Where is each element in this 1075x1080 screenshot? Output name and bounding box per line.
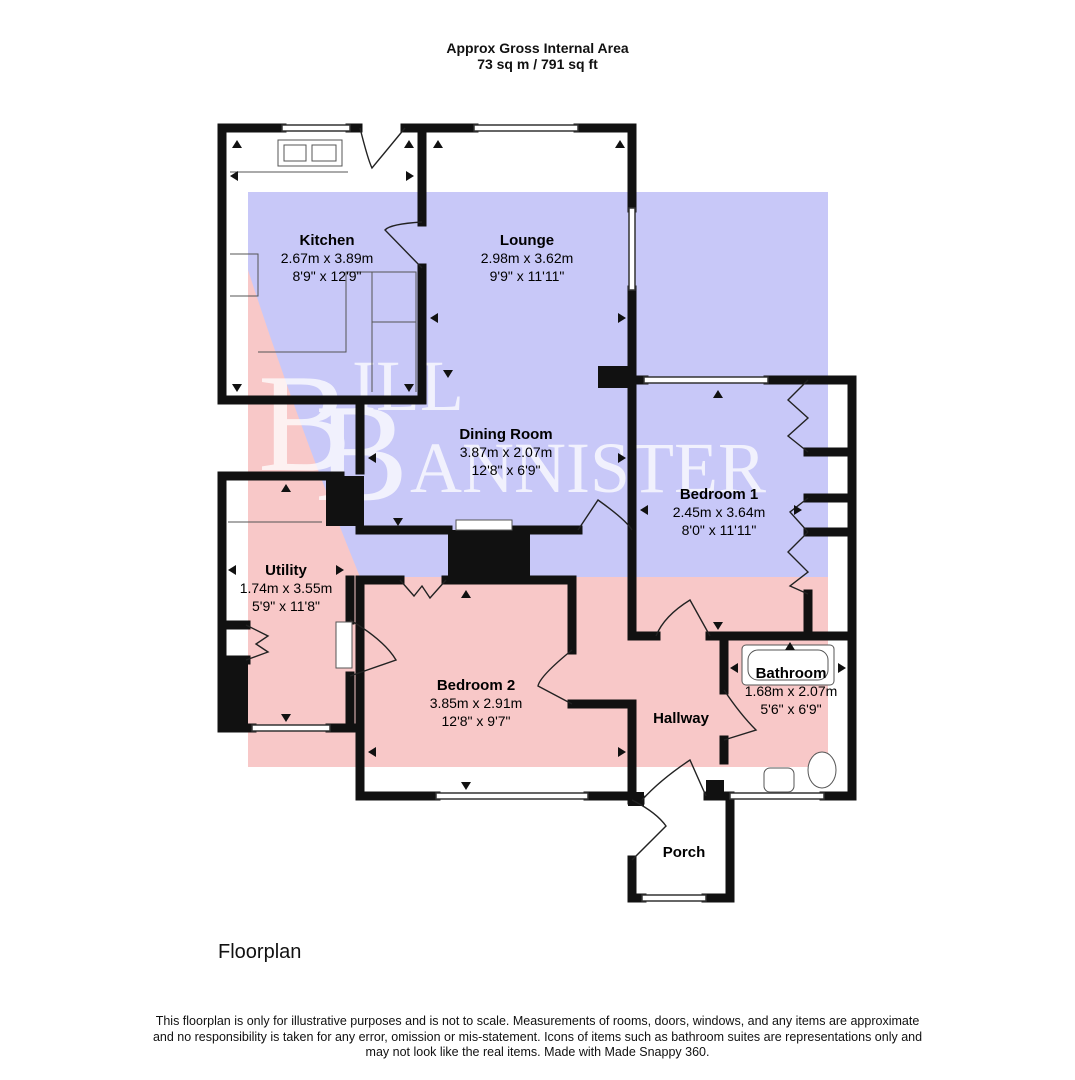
room-imperial: 12'8" x 9'7" (442, 713, 511, 729)
door-swings (245, 127, 810, 861)
fixtures (228, 139, 837, 793)
room-imperial: 8'9" x 12'9" (293, 268, 362, 284)
room-name: Dining Room (459, 426, 552, 443)
room-metric: 3.85m x 2.91m (430, 695, 523, 711)
room-metric: 2.98m x 3.62m (481, 250, 574, 266)
area-header: Approx Gross Internal Area 73 sq m / 791… (0, 40, 1075, 72)
room-utility: Utility 1.74m x 3.55m 5'9" x 11'8" (240, 562, 333, 614)
room-imperial: 8'0" x 11'11" (682, 522, 757, 538)
room-bathroom: Bathroom 1.68m x 2.07m 5'6" x 6'9" (745, 665, 838, 717)
toilet-icon (807, 751, 837, 789)
room-name: Porch (663, 844, 706, 861)
floorplan-label: Floorplan (218, 941, 302, 963)
wall-blocks (222, 366, 724, 806)
room-kitchen: Kitchen 2.67m x 3.89m 8'9" x 12'9" (281, 232, 374, 284)
room-imperial: 5'9" x 11'8" (252, 598, 320, 614)
room-imperial: 12'8" x 6'9" (472, 462, 541, 478)
area-value: 73 sq m / 791 sq ft (477, 56, 598, 72)
room-porch: Porch (663, 844, 706, 861)
fireplace-icon (455, 519, 513, 531)
disclaimer-line: may not look like the real items. Made w… (365, 1045, 710, 1059)
room-metric: 2.45m x 3.64m (673, 504, 766, 520)
disclaimer-line: and no responsibility is taken for any e… (152, 1029, 923, 1044)
room-name: Bedroom 1 (680, 486, 758, 503)
room-bedroom-1: Bedroom 1 2.45m x 3.64m 8'0" x 11'11" (673, 486, 766, 538)
room-metric: 2.67m x 3.89m (281, 250, 374, 266)
room-name: Bedroom 2 (437, 677, 515, 694)
room-bedroom-2: Bedroom 2 3.85m x 2.91m 12'8" x 9'7" (430, 677, 523, 729)
room-name: Hallway (653, 710, 710, 727)
windows (251, 124, 825, 902)
room-name: Bathroom (756, 665, 827, 682)
room-name: Utility (265, 562, 307, 579)
room-imperial: 5'6" x 6'9" (760, 701, 821, 717)
disclaimer: This floorplan is only for illustrative … (0, 1014, 1075, 1061)
room-lounge: Lounge 2.98m x 3.62m 9'9" x 11'11" (481, 232, 574, 284)
room-labels: Kitchen 2.67m x 3.89m 8'9" x 12'9" Loung… (240, 232, 838, 861)
room-metric: 1.74m x 3.55m (240, 580, 333, 596)
basin-icon (763, 767, 795, 793)
zone-night (248, 577, 828, 767)
area-title: Approx Gross Internal Area (446, 40, 629, 56)
zone-night-curve (248, 270, 360, 577)
measurement-arrows (228, 140, 846, 790)
room-imperial: 9'9" x 11'11" (490, 268, 565, 284)
room-dining-room: Dining Room 3.87m x 2.07m 12'8" x 6'9" (459, 426, 552, 478)
room-hallway: Hallway (653, 710, 710, 727)
room-metric: 1.68m x 2.07m (745, 683, 838, 699)
room-metric: 3.87m x 2.07m (460, 444, 553, 460)
floorplan-diagram: B ILL B ANNISTER (217, 123, 857, 903)
watermark-text-2: ANNISTER (410, 428, 766, 508)
disclaimer-line: This floorplan is only for illustrative … (155, 1014, 920, 1028)
room-name: Lounge (500, 232, 554, 249)
room-name: Kitchen (299, 232, 354, 249)
